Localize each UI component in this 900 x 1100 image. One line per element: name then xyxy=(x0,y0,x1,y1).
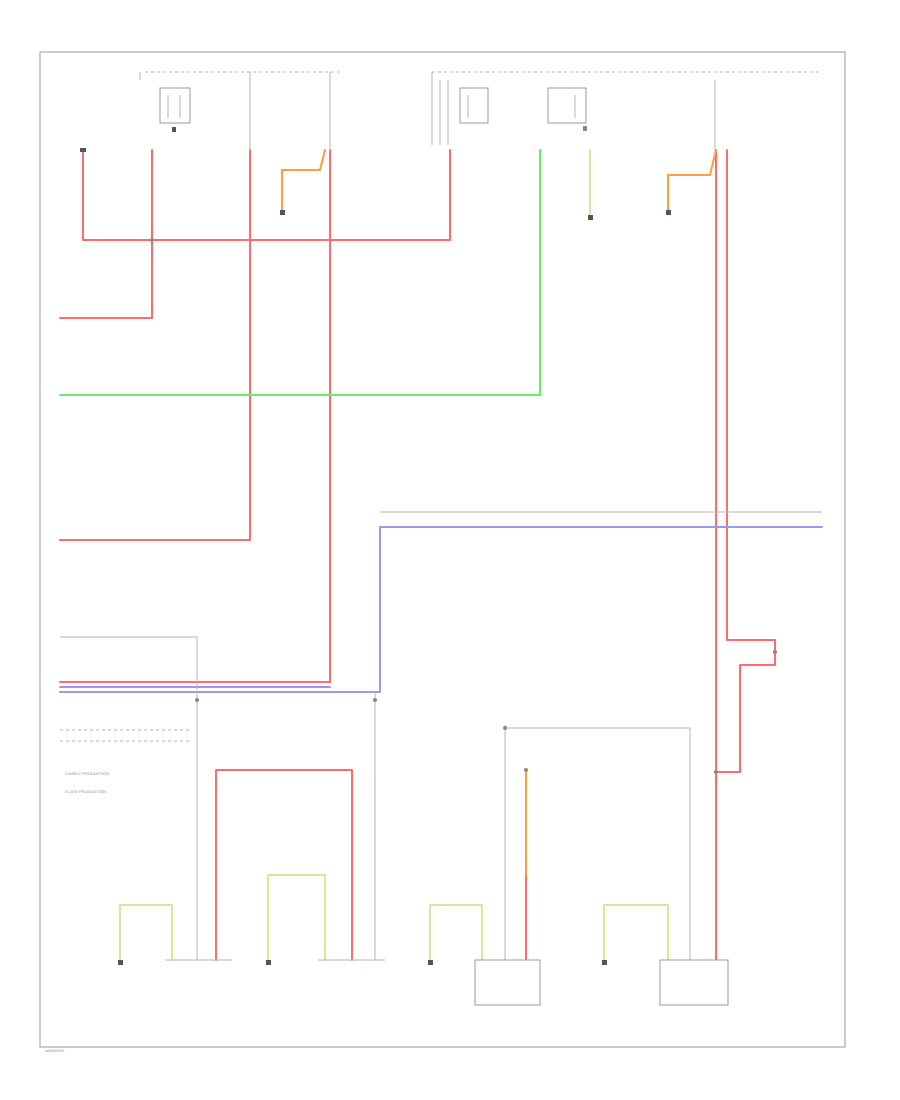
relay-1 xyxy=(159,87,191,132)
splices xyxy=(150,238,777,774)
grey-wire-left xyxy=(60,636,198,690)
orange-wires xyxy=(281,149,717,876)
green-wire xyxy=(59,149,541,396)
relay-3 xyxy=(547,87,587,131)
legend: 1 EARLY PRODUCTION 2 LATE PRODUCTION xyxy=(65,771,109,794)
ground-symbols xyxy=(80,148,671,965)
module-boxes xyxy=(165,959,729,1006)
diagram-frame xyxy=(39,51,846,1048)
relay-2 xyxy=(459,87,489,124)
grey-wire-right xyxy=(504,725,691,960)
legend-late-production: 2 LATE PRODUCTION xyxy=(65,789,106,794)
blue-wire xyxy=(59,526,823,693)
legend-early-production: 1 EARLY PRODUCTION xyxy=(65,771,109,776)
top-power-bus xyxy=(139,71,822,145)
yellow-wires xyxy=(119,149,669,961)
page-reference: W0000000 xyxy=(45,1048,65,1053)
red-wires xyxy=(59,149,776,961)
